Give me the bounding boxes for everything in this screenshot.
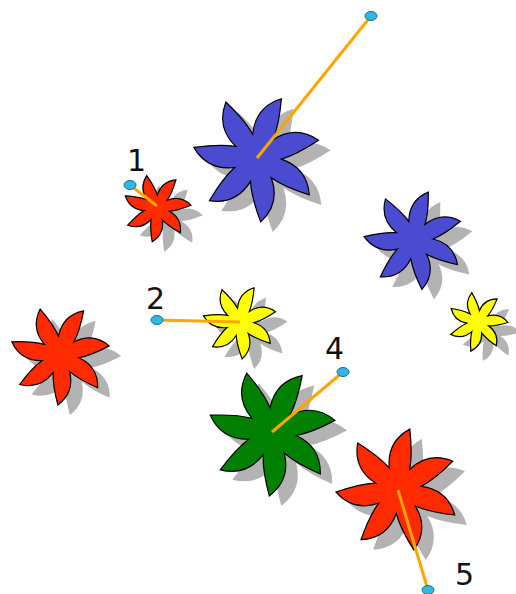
flower-shape [12,309,121,415]
leader-handle [365,12,377,21]
flower-body [336,429,455,550]
leader-handle [124,181,136,190]
flower-body [451,293,508,352]
leader-line [257,16,371,158]
flower-body [210,373,335,496]
leader-line [398,490,428,590]
flower-body [364,192,460,289]
flower-shape [194,99,331,232]
callout-number: 2 [146,284,165,314]
callout-number: 1 [127,146,146,176]
flower-shape [336,429,467,560]
flower-shape [204,288,288,369]
callout-number: 5 [455,560,474,590]
leader-handle [337,368,349,377]
flower-shape [451,293,516,362]
callout-number: 4 [325,334,344,364]
flower-body [12,309,109,405]
flower-shape [125,176,203,252]
leader-handle [151,316,163,325]
flower-shape [364,192,472,299]
flower-body [194,99,319,222]
flower-shape [210,373,347,506]
leader-handle [422,586,434,594]
leader-line [157,320,240,322]
leader-line [272,372,343,432]
